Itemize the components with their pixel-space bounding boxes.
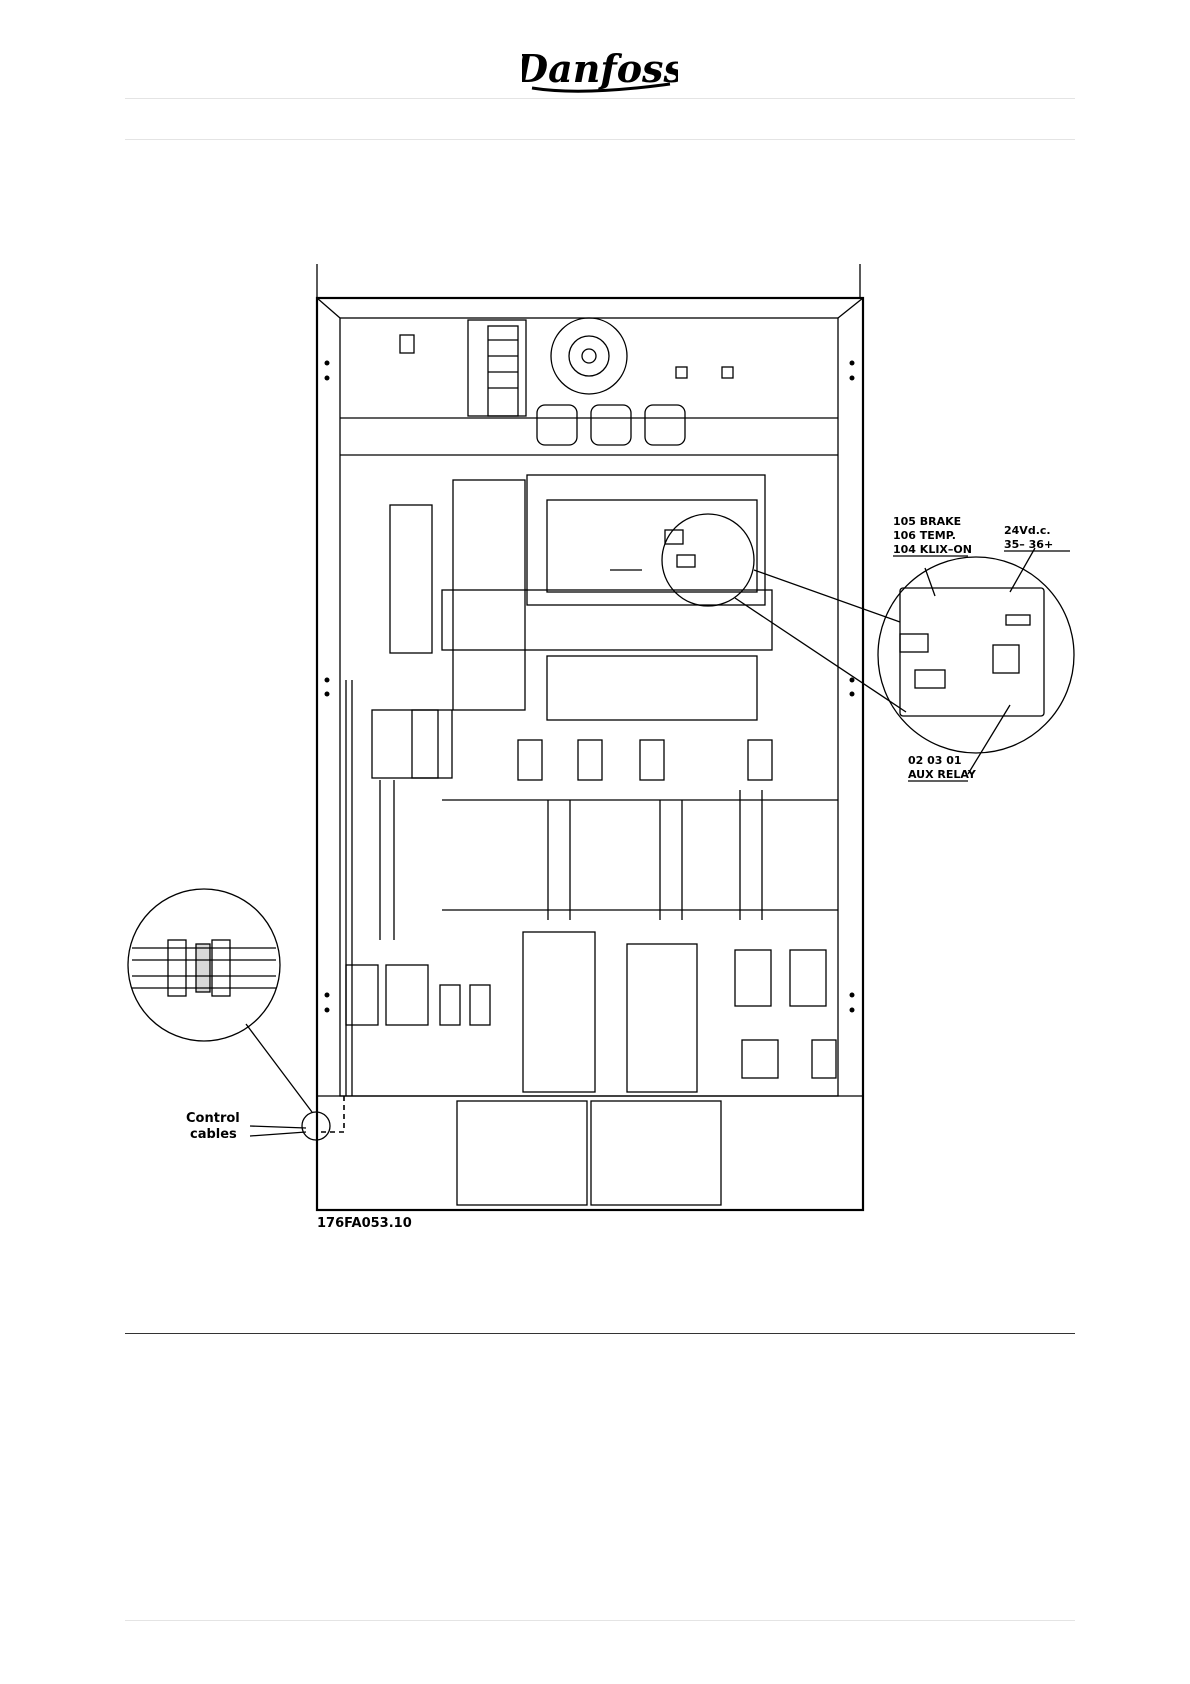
supply-voltage-label: 24Vd.c.	[1004, 524, 1051, 537]
busbars	[346, 680, 838, 1096]
aux-relay-label: AUX RELAY	[908, 768, 977, 781]
terminal-106-label: 106 TEMP.	[893, 529, 956, 542]
control-cables-label-line1: Control	[186, 1111, 240, 1126]
control-card	[390, 475, 772, 720]
relay-terminals-label: 02 03 01	[908, 754, 962, 767]
cable-clamp-detail-callout	[128, 889, 344, 1140]
top-compartment	[340, 318, 838, 455]
terminal-105-label: 105 BRAKE	[893, 515, 961, 528]
terminal-104-label: 104 KLIX–ON	[893, 543, 972, 556]
mounting-holes	[325, 361, 855, 1013]
control-card-detail-callout	[662, 514, 1074, 774]
figure-code: 176FA053.10	[317, 1216, 412, 1231]
control-cables-label-line2: cables	[190, 1127, 237, 1142]
supply-terminals-label: 35– 36+	[1004, 538, 1053, 551]
cabinet-frame	[317, 264, 863, 1210]
bottom-components	[346, 932, 836, 1092]
